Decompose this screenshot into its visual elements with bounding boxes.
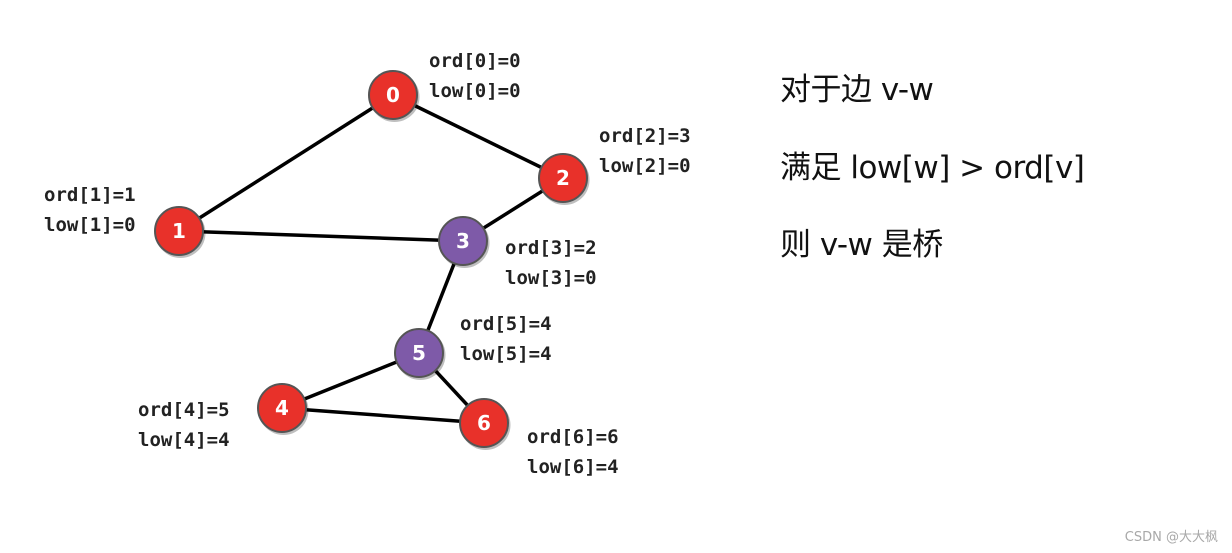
annotation-node-0: ord[0]=0 low[0]=0: [429, 46, 521, 106]
low-label: low[5]=4: [460, 343, 552, 365]
annotation-node-6: ord[6]=6 low[6]=4: [527, 422, 619, 482]
rule-line-edge: 对于边 v-w: [780, 72, 934, 108]
annotation-node-2: ord[2]=3 low[2]=0: [599, 121, 691, 181]
node-1: 1: [154, 206, 206, 258]
ord-label: ord[2]=3: [599, 125, 691, 147]
node-label: 4: [275, 396, 289, 420]
ord-label: ord[3]=2: [505, 237, 597, 259]
ord-label: ord[6]=6: [527, 426, 619, 448]
low-label: low[1]=0: [44, 214, 136, 236]
node-circle: [154, 206, 204, 256]
node-circle: [459, 398, 509, 448]
node-label: 6: [477, 411, 491, 435]
annotation-node-3: ord[3]=2 low[3]=0: [505, 233, 597, 293]
node-circle: [368, 70, 418, 120]
node-label: 0: [386, 83, 400, 107]
rule-line-condition: 满足 low[w] > ord[v]: [780, 150, 1085, 186]
edge-0-1: [178, 93, 394, 233]
ord-label: ord[4]=5: [138, 399, 230, 421]
edge-1-3: [178, 229, 464, 243]
node-6: 6: [459, 398, 511, 450]
low-label: low[3]=0: [505, 267, 597, 289]
node-4: 4: [257, 383, 309, 435]
node-label: 5: [412, 341, 426, 365]
node-circle: [394, 328, 444, 378]
node-2: 2: [538, 153, 590, 205]
node-3: 3: [438, 216, 490, 268]
annotation-node-1: ord[1]=1 low[1]=0: [44, 180, 136, 240]
low-label: low[0]=0: [429, 80, 521, 102]
node-5: 5: [394, 328, 446, 380]
low-label: low[6]=4: [527, 456, 619, 478]
annotation-node-5: ord[5]=4 low[5]=4: [460, 309, 552, 369]
edge-4-6: [281, 406, 485, 425]
low-label: low[2]=0: [599, 155, 691, 177]
rule-line-conclusion: 则 v-w 是桥: [780, 227, 943, 263]
node-circle: [538, 153, 588, 203]
low-label: low[4]=4: [138, 429, 230, 451]
watermark: CSDN @大大枫: [1124, 530, 1218, 545]
ord-label: ord[5]=4: [460, 313, 552, 335]
ord-label: ord[0]=0: [429, 50, 521, 72]
node-label: 3: [456, 229, 470, 253]
node-label: 2: [556, 166, 570, 190]
edge-0-2: [392, 93, 564, 180]
node-0: 0: [368, 70, 420, 122]
node-circle: [438, 216, 488, 266]
ord-label: ord[1]=1: [44, 184, 136, 206]
node-circle: [257, 383, 307, 433]
annotation-node-4: ord[4]=5 low[4]=4: [138, 395, 230, 455]
node-label: 1: [172, 219, 186, 243]
